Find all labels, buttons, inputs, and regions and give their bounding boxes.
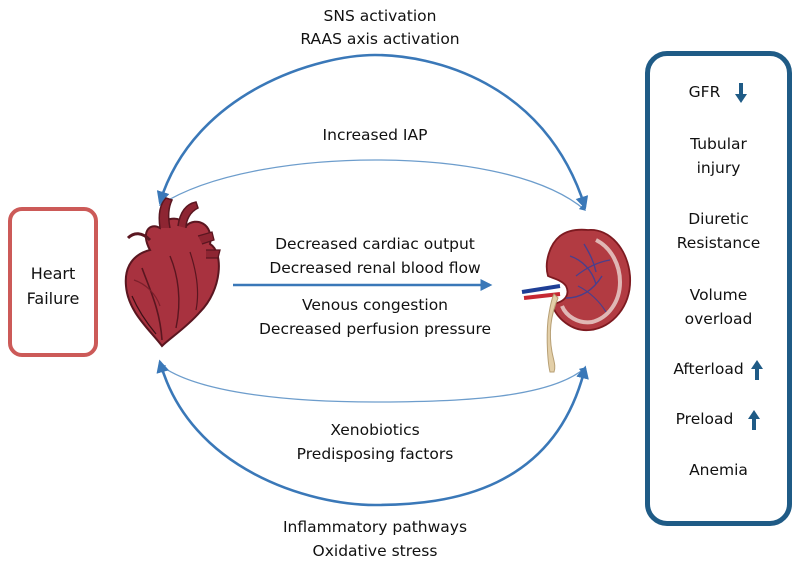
middle-label-cardiac-output: Decreased cardiac output — [275, 235, 475, 253]
arrow-up-icon — [750, 359, 763, 380]
bottom-label-oxidative: Oxidative stress — [312, 542, 438, 560]
top-label-sns: SNS activation — [323, 7, 437, 25]
effect-volume-line2: overload — [684, 310, 753, 328]
heart-failure-box: Heart Failure — [8, 207, 98, 357]
bottom-label-inflammatory: Inflammatory pathways — [282, 518, 468, 536]
effect-gfr-label: GFR — [688, 83, 721, 101]
arrow-up-icon — [748, 409, 761, 430]
heart-failure-line2: Failure — [26, 289, 80, 308]
middle-label-renal-blood-flow: Decreased renal blood flow — [269, 259, 481, 277]
lower-arc-label-xenobiotics: Xenobiotics — [330, 421, 420, 439]
effect-afterload-label: Afterload — [673, 360, 744, 378]
effect-afterload: Afterload — [650, 357, 787, 381]
lower-inner-arc — [158, 364, 586, 403]
effect-tubular-line1: Tubular — [690, 135, 747, 153]
middle-label-perfusion-pressure: Decreased perfusion pressure — [258, 320, 492, 338]
kidney-effects-box: GFR Tubular injury Diuretic Resistance V… — [645, 51, 792, 526]
effect-tubular-line2: injury — [696, 159, 741, 177]
effect-preload-label: Preload — [675, 410, 734, 428]
effect-gfr: GFR — [650, 80, 787, 104]
effect-anemia-label: Anemia — [689, 461, 748, 479]
effect-anemia: Anemia — [650, 458, 787, 482]
heart-failure-line1: Heart — [30, 264, 76, 283]
lower-outer-arc — [156, 359, 589, 507]
upper-arc-label: Increased IAP — [322, 126, 428, 144]
lower-arc-label-predisposing: Predisposing factors — [296, 445, 454, 463]
heart-failure-label: Heart Failure — [12, 261, 94, 311]
effect-diuretic-line2: Resistance — [676, 234, 761, 252]
top-label-raas: RAAS axis activation — [300, 30, 460, 48]
effect-preload: Preload — [650, 407, 787, 431]
effect-diuretic-resistance: Diuretic Resistance — [650, 207, 787, 255]
upper-outer-arc — [156, 53, 589, 210]
upper-inner-arc — [158, 159, 586, 211]
effect-volume-line1: Volume — [689, 286, 748, 304]
middle-label-venous-congestion: Venous congestion — [301, 296, 449, 314]
effect-volume-overload: Volume overload — [650, 283, 787, 331]
effect-diuretic-line1: Diuretic — [688, 210, 749, 228]
effect-tubular-injury: Tubular injury — [650, 132, 787, 180]
arrow-down-icon — [735, 82, 748, 103]
